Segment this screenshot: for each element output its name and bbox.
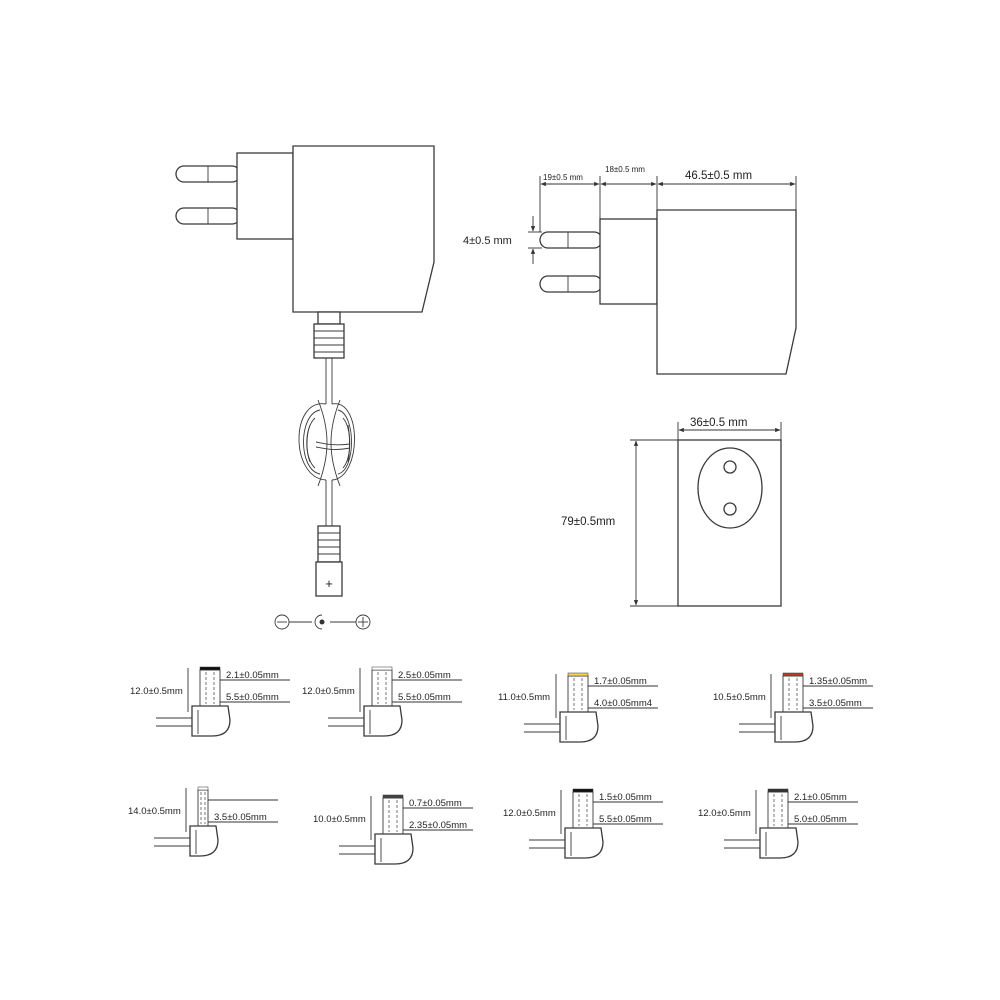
tip-inner-diameter-label: 1.7±0.05mm bbox=[594, 676, 647, 687]
tip-barrel bbox=[767, 791, 789, 829]
body-depth-label: 46.5±0.5 mm bbox=[685, 170, 752, 182]
tip-housing bbox=[191, 705, 231, 737]
tip-housing bbox=[374, 833, 414, 865]
tip-color-band bbox=[782, 672, 804, 677]
tip-color-band bbox=[197, 786, 209, 791]
tip-outer-diameter-label: 5.5±0.05mm bbox=[226, 692, 279, 703]
tip-housing bbox=[189, 825, 219, 857]
tip-length-label: 14.0±0.5mm bbox=[128, 806, 181, 817]
tip-color-band bbox=[767, 788, 789, 793]
tip-4: 10.5±0.5mm 1.35±0.05mm 3.5±0.05mm bbox=[713, 672, 873, 743]
tip-housing bbox=[363, 705, 403, 737]
tip-outer-diameter-label: 5.0±0.05mm bbox=[794, 814, 847, 825]
back-body bbox=[677, 439, 782, 607]
side-body bbox=[656, 209, 797, 375]
tip-barrel bbox=[567, 675, 589, 713]
side-plug-base bbox=[599, 218, 658, 305]
tip-length-label: 12.0±0.5mm bbox=[302, 686, 355, 697]
tip-1: 12.0±0.5mm 2.1±0.05mm 5.5±0.05mm bbox=[130, 666, 290, 737]
tip-housing bbox=[559, 711, 599, 743]
tip-outer-diameter-label: 3.5±0.05mm bbox=[809, 698, 862, 709]
tip-inner-diameter-label: 0.7±0.05mm bbox=[409, 798, 462, 809]
tip-8: 12.0±0.5mm 2.1±0.05mm 5.0±0.05mm bbox=[698, 788, 858, 859]
strain-relief bbox=[313, 311, 345, 359]
tip-length-label: 12.0±0.5mm bbox=[503, 808, 556, 819]
front-body bbox=[292, 145, 435, 313]
tip-length-label: 10.5±0.5mm bbox=[713, 692, 766, 703]
tip-barrel bbox=[197, 789, 209, 827]
pin-length-label: 19±0.5 mm bbox=[543, 173, 583, 182]
front-pin-top bbox=[175, 165, 241, 183]
tip-barrel bbox=[199, 669, 221, 707]
tip-housing bbox=[774, 711, 814, 743]
tip-inner-diameter-label: 2.1±0.05mm bbox=[794, 792, 847, 803]
dc-plug-plus-label: + bbox=[325, 576, 333, 591]
tip-7: 12.0±0.5mm 1.5±0.05mm 5.5±0.05mm bbox=[503, 788, 663, 859]
cable bbox=[298, 358, 355, 526]
tip-outer-diameter-label: 3.5±0.05mm bbox=[214, 812, 267, 823]
side-pin-bottom bbox=[539, 275, 603, 293]
tip-inner-diameter-label: 1.35±0.05mm bbox=[809, 676, 867, 687]
front-plug-base bbox=[236, 152, 294, 240]
dc-plug: + bbox=[315, 525, 343, 597]
tip-color-band bbox=[382, 794, 404, 799]
side-view: 19±0.5 mm 18±0.5 mm 46.5±0.5 mm 4±0.5 mm bbox=[463, 165, 797, 375]
tip-length-label: 11.0±0.5mm bbox=[498, 692, 550, 703]
tip-barrel bbox=[572, 791, 594, 829]
tip-color-band bbox=[371, 666, 393, 671]
tip-outer-diameter-label: 2.35±0.05mm bbox=[409, 820, 467, 831]
tip-length-label: 12.0±0.5mm bbox=[698, 808, 751, 819]
tip-length-label: 12.0±0.5mm bbox=[130, 686, 183, 697]
tip-barrel bbox=[382, 797, 404, 835]
front-view: + bbox=[175, 145, 435, 630]
tip-3: 11.0±0.5mm 1.7±0.05mm 4.0±0.05mm4 bbox=[498, 672, 658, 743]
tip-6: 10.0±0.5mm 0.7±0.05mm 2.35±0.05mm bbox=[313, 794, 473, 865]
tip-barrel bbox=[782, 675, 804, 713]
back-height-label: 79±0.5mm bbox=[561, 516, 615, 528]
tip-5: 14.0±0.5mm 3.5±0.05mm bbox=[128, 786, 278, 857]
tip-barrel bbox=[371, 669, 393, 707]
side-pin-top bbox=[539, 231, 603, 249]
tip-inner-diameter-label: 1.5±0.05mm bbox=[599, 792, 652, 803]
polarity-symbol bbox=[274, 614, 371, 630]
back-width-label: 36±0.5 mm bbox=[690, 417, 747, 429]
tip-outer-diameter-label: 4.0±0.05mm4 bbox=[594, 698, 652, 709]
plug-base-label: 18±0.5 mm bbox=[605, 165, 645, 174]
front-pin-bottom bbox=[175, 207, 241, 225]
tip-inner-diameter-label: 2.1±0.05mm bbox=[226, 670, 279, 681]
tip-housing bbox=[564, 827, 604, 859]
tip-length-label: 10.0±0.5mm bbox=[313, 814, 366, 825]
back-view: 36±0.5 mm 79±0.5mm bbox=[561, 417, 782, 607]
tip-outer-diameter-label: 5.5±0.05mm bbox=[599, 814, 652, 825]
tip-inner-diameter-label: 2.5±0.05mm bbox=[398, 670, 451, 681]
tip-housing bbox=[759, 827, 799, 859]
tip-2: 12.0±0.5mm 2.5±0.05mm 5.5±0.05mm bbox=[302, 666, 462, 737]
tip-color-band bbox=[567, 672, 589, 677]
tip-color-band bbox=[199, 666, 221, 671]
tip-color-band bbox=[572, 788, 594, 793]
socket-outline bbox=[697, 447, 763, 529]
tip-outer-diameter-label: 5.5±0.05mm bbox=[398, 692, 451, 703]
tips-grid: 12.0±0.5mm2.1±0.05mm5.5±0.05mm12.0±0.5mm… bbox=[128, 666, 873, 865]
pin-height-label: 4±0.5 mm bbox=[463, 235, 512, 247]
